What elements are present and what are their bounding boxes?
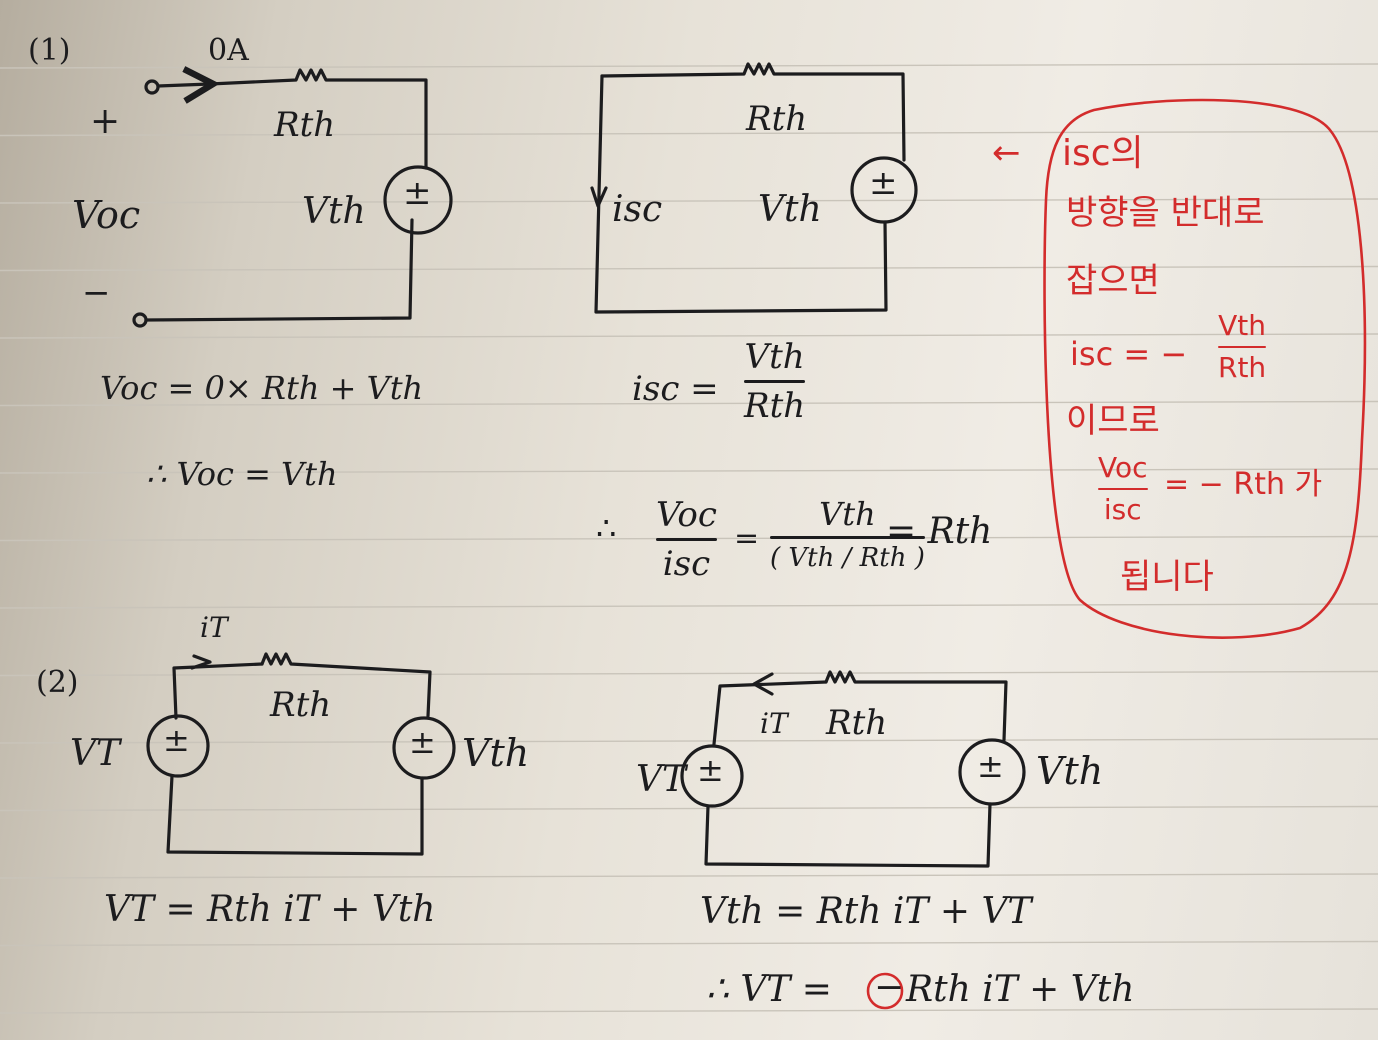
rule-line — [0, 670, 1378, 677]
circuit3-left-source-sign: ± — [163, 721, 190, 759]
note-line-7: 됩니다 — [1120, 557, 1214, 597]
short-circuit-current-label: isc — [612, 189, 663, 230]
note-line-6-rhs: = − Rth 가 — [1164, 467, 1323, 502]
ratio-fraction-1: Voc isc — [656, 498, 717, 581]
short-circuit-source-label: Vth — [758, 189, 822, 230]
note-box-outline — [1043, 98, 1367, 639]
test-a-current-label: iT — [200, 611, 228, 644]
fraction-bar — [656, 538, 717, 541]
test-b-resistor-label: Rth — [826, 703, 888, 743]
open-circuit-voltage: Voc — [72, 193, 141, 237]
test-b-current-label: iT — [760, 707, 788, 740]
rule-line — [0, 130, 1378, 137]
note-line-3: 잡으면 — [1066, 261, 1160, 301]
circuit4-right-source-sign: ± — [977, 747, 1004, 785]
note-line-5: 이므로 — [1066, 401, 1160, 441]
open-circuit-minus: − — [82, 273, 111, 313]
test-b-left-source-label: VT — [636, 759, 687, 800]
note-line-4-denominator: Rth — [1218, 351, 1267, 384]
open-circuit-resistor-label: Rth — [274, 105, 336, 145]
test-a-right-source-label: Vth — [462, 731, 530, 775]
fraction-bar — [744, 380, 806, 383]
note-line-6-numerator: Voc — [1098, 451, 1148, 484]
short-circuit-resistor-label: Rth — [746, 99, 808, 139]
note-line-2: 방향을 반대로 — [1066, 193, 1265, 233]
rule-line — [0, 468, 1378, 474]
test-b-equation-2-prefix: ∴ VT = — [706, 969, 832, 1010]
note-line-4-numerator: Vth — [1218, 309, 1267, 342]
part2-label: (2) — [36, 665, 79, 700]
note-line-4-fraction: Vth Rth — [1218, 309, 1267, 384]
open-circuit-current: 0A — [208, 33, 249, 68]
note-line-1: isc의 — [1062, 133, 1144, 174]
circuit1-source-sign: ± — [403, 173, 432, 213]
note-line-6-fraction: Voc isc — [1098, 454, 1148, 524]
fraction-bar — [1098, 488, 1148, 490]
isc-denominator: Rth — [744, 386, 806, 426]
rule-line — [0, 873, 1378, 879]
rule-line — [0, 400, 1378, 407]
open-circuit-plus: + — [90, 101, 121, 142]
part1-label: (1) — [28, 33, 71, 68]
test-b-equation-1: Vth = Rth iT + VT — [700, 891, 1032, 932]
test-b-equation-2-rest: Rth iT + Vth — [906, 969, 1135, 1010]
test-a-left-source-label: VT — [70, 733, 121, 774]
ratio-numerator-2: Vth — [819, 495, 876, 533]
test-b-right-source-label: Vth — [1036, 749, 1104, 793]
rule-line — [0, 738, 1378, 744]
ratio-equals: = — [734, 521, 760, 556]
fraction-bar — [770, 536, 925, 539]
circuit2-source-sign: ± — [869, 163, 898, 203]
circuit4-left-source-sign: ± — [697, 751, 724, 789]
ratio-denominator: isc — [662, 544, 711, 584]
ratio-result: = Rth — [886, 511, 993, 552]
rule-line — [0, 198, 1378, 204]
circuit3-right-source-sign: ± — [409, 723, 436, 761]
open-circuit-equation: Voc = 0× Rth + Vth — [100, 369, 424, 407]
open-circuit-diagram — [132, 70, 453, 328]
ratio-denominator-2: ( Vth / Rth ) — [770, 543, 925, 573]
isc-fraction: Vth Rth — [744, 337, 806, 426]
test-circuit-b-diagram — [680, 670, 1026, 868]
note-line-6-denominator: isc — [1103, 493, 1142, 526]
rule-line — [0, 940, 1378, 947]
fraction-bar — [1218, 346, 1267, 348]
short-circuit-diagram — [590, 62, 918, 314]
rule-line — [0, 1008, 1378, 1014]
minus-highlight-circle — [866, 972, 904, 1010]
ratio-therefore: ∴ — [596, 509, 617, 547]
rule-line — [0, 603, 1378, 609]
note-arrow: ← — [992, 133, 1021, 173]
rule-line — [0, 265, 1378, 272]
isc-equation-lhs: isc = — [632, 369, 719, 409]
test-a-equation: VT = Rth iT + Vth — [104, 889, 436, 930]
note-line-4-lhs: isc = − — [1070, 335, 1188, 373]
rule-line — [0, 333, 1378, 339]
rule-line — [0, 63, 1378, 69]
ratio-numerator: Voc — [656, 495, 717, 535]
isc-numerator: Vth — [744, 337, 805, 377]
test-circuit-a-diagram — [146, 652, 456, 856]
open-circuit-result: ∴ Voc = Vth — [146, 455, 338, 493]
ratio-fraction-2: Vth ( Vth / Rth ) — [770, 498, 925, 571]
rule-line — [0, 805, 1378, 812]
test-b-equation-2-minus: − — [874, 967, 905, 1008]
test-a-resistor-label: Rth — [270, 685, 332, 725]
open-circuit-source-label: Vth — [302, 191, 366, 232]
